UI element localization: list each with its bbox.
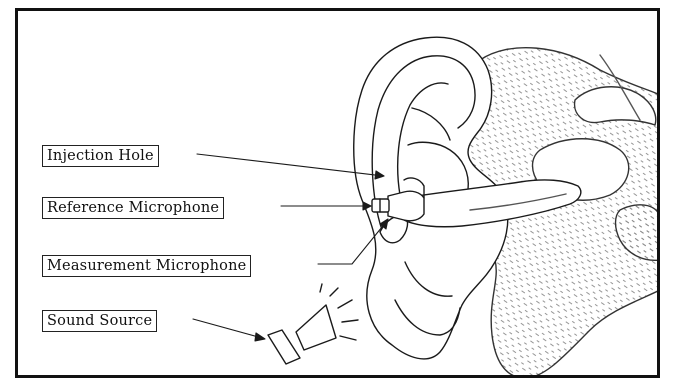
sound-source-label: Sound Source: [42, 310, 157, 332]
sound-source-speaker: [268, 284, 358, 364]
measurement-microphone-label: Measurement Microphone: [42, 255, 251, 277]
reference-microphone-label: Reference Microphone: [42, 197, 224, 219]
injection-hole-label: Injection Hole: [42, 145, 159, 167]
ear-probe: [388, 191, 424, 221]
